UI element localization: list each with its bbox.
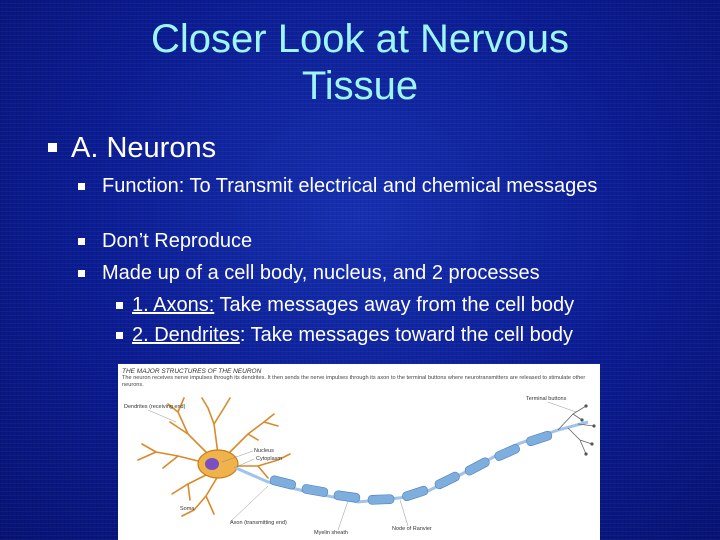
dendrites xyxy=(137,397,291,517)
figure-caption: The neuron receives nerve impulses throu… xyxy=(122,375,586,388)
section-heading: A. Neurons xyxy=(71,132,217,164)
bullet-square-icon xyxy=(78,183,85,190)
nucleus xyxy=(205,458,219,470)
neuron-figure: THE MAJOR STRUCTURES OF THE NEURON The n… xyxy=(118,364,600,540)
label-node: Node of Ranvier xyxy=(392,526,432,532)
bullet-text: Made up of a cell body, nucleus, and 2 p… xyxy=(102,262,540,284)
bullet-square-icon xyxy=(116,302,123,309)
bullet-square-icon xyxy=(48,143,57,152)
label-leader-lines xyxy=(147,401,577,531)
bullet-square-icon xyxy=(116,332,123,339)
term-dendrites: 2. Dendrites xyxy=(132,324,240,346)
label-axon: Axon (transmitting end) xyxy=(230,520,287,526)
label-terminal: Terminal buttons xyxy=(526,396,567,402)
terminal-branches xyxy=(557,405,595,455)
neuron-diagram: THE MAJOR STRUCTURES OF THE NEURON The n… xyxy=(122,368,596,536)
figure-header: THE MAJOR STRUCTURES OF THE NEURON xyxy=(122,368,262,375)
label-myelin: Myelin sheath xyxy=(314,530,348,536)
sub-bullet-content: 1. Axons: Take messages away from the ce… xyxy=(132,293,574,317)
label-cytoplasm: Cytoplasm xyxy=(256,456,282,462)
bullet-square-icon xyxy=(78,270,85,277)
label-dendrites: Dendrites (receiving end) xyxy=(124,404,186,410)
sub-bullet-content: 2. Dendrites: Take messages toward the c… xyxy=(132,323,573,347)
figure-caption-wrap: The neuron receives nerve impulses throu… xyxy=(122,375,586,388)
def-dendrites: : Take messages toward the cell body xyxy=(239,324,573,346)
def-axons: Take messages away from the cell body xyxy=(214,294,575,316)
figure-labels: Dendrites (receiving end) Nucleus Cytopl… xyxy=(124,396,567,536)
heading-bullet: A. Neurons xyxy=(48,131,216,165)
label-soma: Soma xyxy=(180,506,195,512)
title-line-2: Tissue xyxy=(301,64,419,108)
terminal-buttons xyxy=(580,404,596,456)
sub-bullet-dendrites: 2. Dendrites: Take messages toward the c… xyxy=(116,323,573,347)
title-line-1: Closer Look at Nervous xyxy=(151,17,569,61)
bullet-function: Function: To Transmit electrical and che… xyxy=(78,174,678,198)
slide-title: Closer Look at Nervous Tissue xyxy=(40,16,680,110)
term-axons: 1. Axons: xyxy=(132,294,215,316)
bullet-reproduce: Don’t Reproduce xyxy=(78,229,252,253)
bullet-made-up: Made up of a cell body, nucleus, and 2 p… xyxy=(78,261,540,285)
label-nucleus: Nucleus xyxy=(254,448,274,454)
bullet-square-icon xyxy=(78,238,85,245)
sub-bullet-axons: 1. Axons: Take messages away from the ce… xyxy=(116,293,574,317)
bullet-text: Don’t Reproduce xyxy=(102,230,253,252)
bullet-text: Function: To Transmit electrical and che… xyxy=(102,175,598,197)
myelin-sheath xyxy=(269,430,553,505)
